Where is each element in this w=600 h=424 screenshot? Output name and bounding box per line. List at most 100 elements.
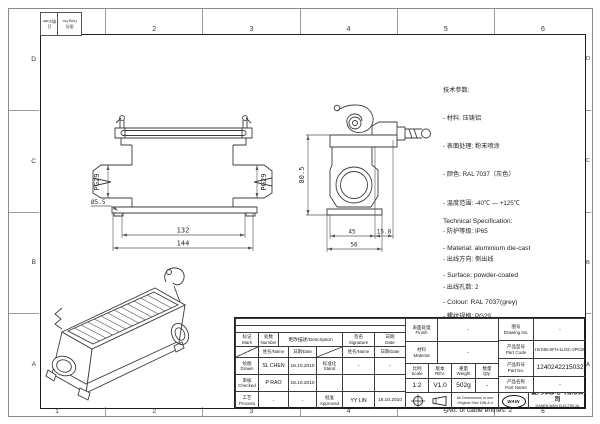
approved-date: 18.10.2010 [374, 391, 405, 409]
grid-col-label: 3 [203, 9, 301, 34]
date-en: Date [385, 339, 395, 345]
note-line-2: Original Size DIN A 4 [457, 401, 493, 405]
finish-value: - [437, 318, 498, 341]
qty-en: Qty. [483, 371, 491, 376]
date-subheader-right: 日期/Date [374, 346, 405, 357]
grid-ruler-bottom: 1 2 3 4 5 6 [9, 407, 591, 416]
grid-col-label: 1 [9, 407, 107, 416]
grid-row-label: A [586, 361, 590, 368]
grid-col-label: 2 [106, 9, 204, 34]
grid-col-label: 6 [540, 26, 545, 33]
iso-latch-right [165, 268, 184, 302]
spec-cn-title: 技术参数: [443, 86, 470, 94]
checked-cn: 审核 [242, 377, 252, 383]
wain-logo: WAIN [501, 394, 526, 408]
grid-col-label: 2 [106, 407, 204, 416]
dim-132: 132 [177, 227, 190, 235]
scale-cn: 比例 [412, 365, 422, 371]
grid-row-label: A [31, 361, 36, 369]
mark-en: Mark [242, 339, 252, 345]
grid-col-label: 5 [398, 407, 495, 416]
grid-col-label: 6 [541, 408, 545, 415]
note-line-1: All Dimensions in mm [456, 395, 494, 400]
drawn-cn: 绘图 [242, 360, 252, 366]
material-cn: 材料 [416, 347, 426, 353]
revision-row-empty [235, 318, 405, 325]
weight-value: 502g [451, 378, 475, 392]
empty-cell [316, 374, 342, 391]
rev-cn: 版本 [435, 365, 445, 371]
mark-cn: 标记 [242, 334, 252, 340]
empty-cell [342, 374, 374, 391]
corner-dwgno-box: 图号 Dwg.No. [57, 12, 82, 36]
rev-en: REV. [434, 371, 446, 376]
approved-name: YY LIN [342, 391, 374, 409]
grid-row-label: B [9, 213, 39, 315]
dimension-note: All Dimensions in mm Original Size DIN A… [451, 392, 498, 409]
grid-col-label: 4 [301, 9, 398, 34]
outer-border [8, 8, 593, 417]
dim-56: 56 [350, 242, 358, 249]
weight-cn: 重量 [459, 365, 468, 371]
process-name: - [258, 391, 288, 409]
grid-ruler-left: D C B A [9, 9, 39, 415]
grid-col-label: 4 [301, 407, 398, 416]
number-cn: 处数 [263, 334, 273, 340]
inner-frame [40, 34, 586, 409]
drawn-date: 18.10.2010 [288, 357, 316, 374]
side-view-drawing: 80.5 45 15.8 56 [298, 96, 443, 261]
spec-en-line: - Material: aluminium die-cast [443, 245, 531, 252]
dim-80-5: 80.5 [298, 167, 306, 184]
dim-15-8: 15.8 [377, 229, 392, 236]
iso-latch-left [55, 308, 62, 329]
company-name-en: XIAMEN WAIN ELECTRICAL CO.,LTD [535, 403, 580, 409]
number-en: Number [260, 339, 277, 345]
grid-col-label: 5 [398, 9, 495, 34]
spec-en-line: - No. of cable entries: 2 [443, 407, 513, 414]
date-cn: 日期 [385, 334, 395, 340]
spec-cn-line: - 出线方向: 侧出线 [443, 256, 494, 264]
signature-en: Signature [348, 339, 369, 345]
revision-row-empty [235, 325, 405, 332]
company-cell: 厦门唯恩电气有限公司 XIAMEN WAIN ELECTRICAL CO.,LT… [528, 392, 586, 409]
part-no-en: Part No. [507, 367, 525, 373]
part-code-value: HV24B-SFH-1L/SC-2PG29 [533, 340, 586, 358]
projection-symbol [405, 392, 451, 409]
name-subheader-left: 姓名/Name [258, 346, 288, 357]
drawing-no-en: Drawing No. [503, 329, 529, 335]
cable-entry-boss-left [49, 353, 78, 379]
finish-en: Finish [415, 330, 428, 335]
dim-pg29-right: PG29 [260, 174, 268, 191]
spec-en-title: Technical Specification: [443, 218, 513, 225]
rev-value: V1.0 [428, 378, 451, 392]
spec-cn-line: - 出线孔数: 2 [443, 284, 479, 292]
spec-cn-line: - 材料: 压铸铝 [443, 115, 482, 123]
grid-row-label: C [9, 111, 39, 213]
part-code-cn: 产品型号 [506, 344, 525, 350]
part-name-value: - [533, 376, 586, 392]
dim-pg29-left: PG29 [93, 174, 101, 191]
checked-date: 18.10.2010 [288, 374, 316, 391]
scale-en: Scale [411, 371, 423, 376]
cable-entry-boss-right [168, 321, 192, 348]
scale-value: 1:2 [405, 378, 428, 392]
date-subheader-left: 日期/Date [288, 346, 316, 357]
spec-cn-line: - 防护等级: IP65 [443, 227, 488, 235]
grid-row-label: B [585, 213, 591, 315]
checked-name: P RAO [258, 374, 288, 391]
process-date: - [288, 391, 316, 409]
dim-hole-dia: Ø5.5 [91, 199, 106, 206]
